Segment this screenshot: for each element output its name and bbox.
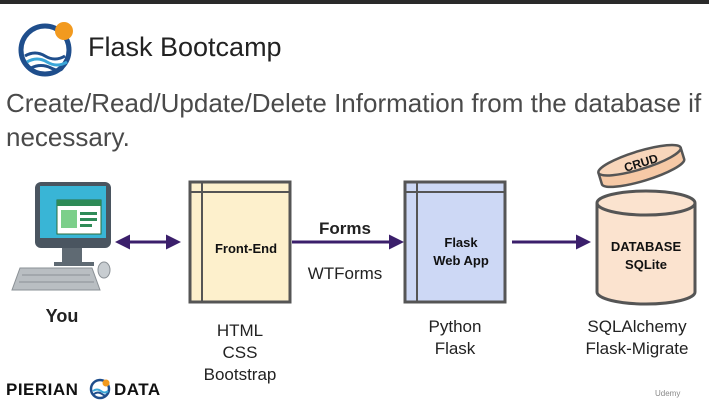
frontend-tech-list: HTML CSS Bootstrap bbox=[180, 320, 300, 386]
database-line1: DATABASE bbox=[610, 239, 682, 254]
udemy-watermark: Udemy bbox=[655, 389, 681, 398]
flask-box-label: Flask Web App bbox=[417, 234, 505, 270]
frontend-box bbox=[188, 180, 292, 304]
forms-label: Forms bbox=[319, 219, 371, 238]
tech-css: CSS bbox=[222, 343, 258, 362]
flask-box-line2: Web App bbox=[433, 253, 489, 268]
database-line2: SQLite bbox=[625, 257, 667, 272]
database-box-label: DATABASE SQLite bbox=[597, 238, 695, 274]
pierian-logo-icon bbox=[89, 378, 111, 400]
page-title: Flask Bootcamp bbox=[88, 32, 282, 62]
brand-pierian: PIERIAN bbox=[6, 380, 79, 399]
top-bar bbox=[0, 0, 709, 4]
you-label: You bbox=[45, 306, 79, 326]
tech-html: HTML bbox=[216, 321, 264, 340]
flask-webapp-box bbox=[403, 180, 507, 304]
flask-box-line1: Flask bbox=[444, 235, 478, 250]
database-tech-list: SQLAlchemy Flask-Migrate bbox=[568, 316, 706, 360]
tech-bootstrap: Bootstrap bbox=[203, 365, 277, 384]
tech-flask-migrate: Flask-Migrate bbox=[585, 339, 689, 358]
crud-lid-icon bbox=[597, 143, 686, 189]
flask-bootcamp-logo-icon bbox=[18, 22, 73, 77]
flask-tech-list: Python Flask bbox=[395, 316, 515, 360]
database-cylinder-icon bbox=[595, 189, 697, 306]
wtforms-label: WTForms bbox=[307, 264, 383, 283]
computer-icon bbox=[11, 182, 111, 291]
tech-python: Python bbox=[428, 317, 482, 336]
tech-flask: Flask bbox=[434, 339, 476, 358]
frontend-box-label: Front-End bbox=[214, 241, 278, 256]
brand-data: DATA bbox=[114, 380, 161, 399]
slide-subtitle: Create/Read/Update/Delete Information fr… bbox=[6, 88, 702, 152]
tech-sqlalchemy: SQLAlchemy bbox=[587, 317, 687, 336]
